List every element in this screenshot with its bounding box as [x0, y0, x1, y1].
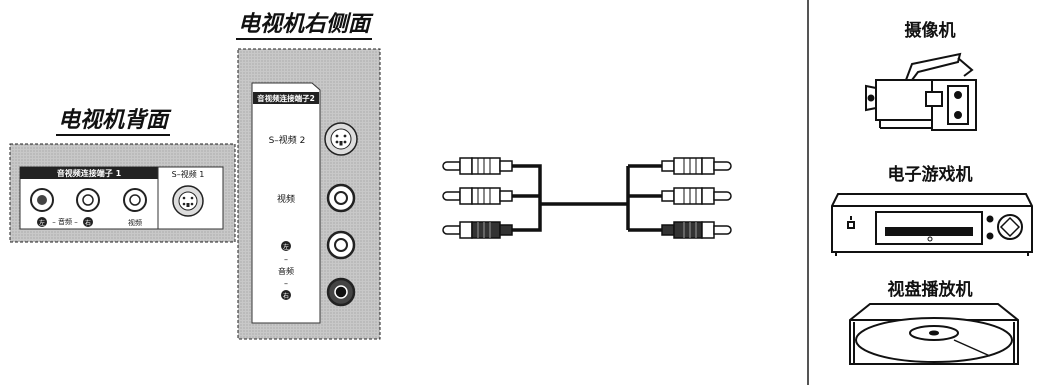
tv-back-right-marker-text: 右 [85, 219, 91, 227]
tv-side-header-text: 音视频连接端子2 [257, 93, 315, 103]
tv-side-jack-plate [251, 82, 321, 324]
tv-back-svideo-jack[interactable] [172, 185, 204, 217]
tv-back-video-jack[interactable] [123, 188, 147, 212]
tv-side-audio-left-jack[interactable] [326, 230, 356, 260]
tv-back-video-label: 视频 [128, 218, 142, 227]
device-label-game-console: 电子游戏机 [887, 165, 973, 185]
tv-back-left-marker-text: 左 [39, 219, 45, 227]
tv-side-svideo-label: S–视频 2 [269, 134, 306, 146]
device-label-disc-player: 视盘播放机 [887, 280, 973, 300]
game-console-icon [831, 193, 1033, 256]
tv-side-audio-right-jack[interactable] [326, 277, 356, 307]
tv-back-svideo-label: S–视频 1 [172, 169, 205, 179]
tv-side-dash-top: – [284, 255, 288, 264]
device-label-camcorder: 摄像机 [904, 21, 956, 41]
plug-left-white [442, 157, 513, 175]
av-cable [512, 164, 662, 232]
plug-left-black [442, 221, 513, 239]
tv-side-video-jack[interactable] [326, 183, 356, 213]
tv-back-header-text: 音视频连接端子 1 [57, 168, 122, 178]
tv-side-dash-bottom: – [284, 279, 288, 288]
disc-player-icon [849, 303, 1019, 365]
tv-side-header-bar [253, 92, 319, 104]
tv-side-panel: 音视频连接端子2 S–视频 2 视频 左 – 音频 – 右 [237, 48, 381, 340]
tv-side-svideo-jack[interactable] [324, 122, 358, 156]
tv-back-right-marker [83, 217, 93, 227]
tv-back-audio-left-jack[interactable] [30, 188, 54, 212]
plug-right-black [661, 221, 732, 239]
camcorder-icon [865, 52, 977, 131]
tv-back-panel: 音视频连接端子 1 S–视频 1 [9, 143, 236, 243]
plug-right-white-2 [661, 187, 732, 205]
title-tv-back: 电视机背面 [56, 108, 171, 136]
tv-side-right-marker [281, 290, 291, 300]
tv-back-audio-right-jack[interactable] [76, 188, 100, 212]
title-tv-side: 电视机右侧面 [236, 12, 373, 40]
tv-back-left-marker [37, 217, 47, 227]
tv-side-audio-label: 音频 [278, 266, 294, 276]
tv-back-audio-caption: – 音频 – [52, 217, 78, 226]
plug-right-white [661, 157, 732, 175]
tv-side-left-marker-text: 左 [283, 243, 289, 251]
plug-left-white-2 [442, 187, 513, 205]
tv-side-right-marker-text: 右 [283, 292, 289, 300]
tv-side-video-label: 视频 [277, 193, 295, 205]
tv-side-left-marker [281, 241, 291, 251]
tv-back-header-bar [20, 167, 158, 179]
